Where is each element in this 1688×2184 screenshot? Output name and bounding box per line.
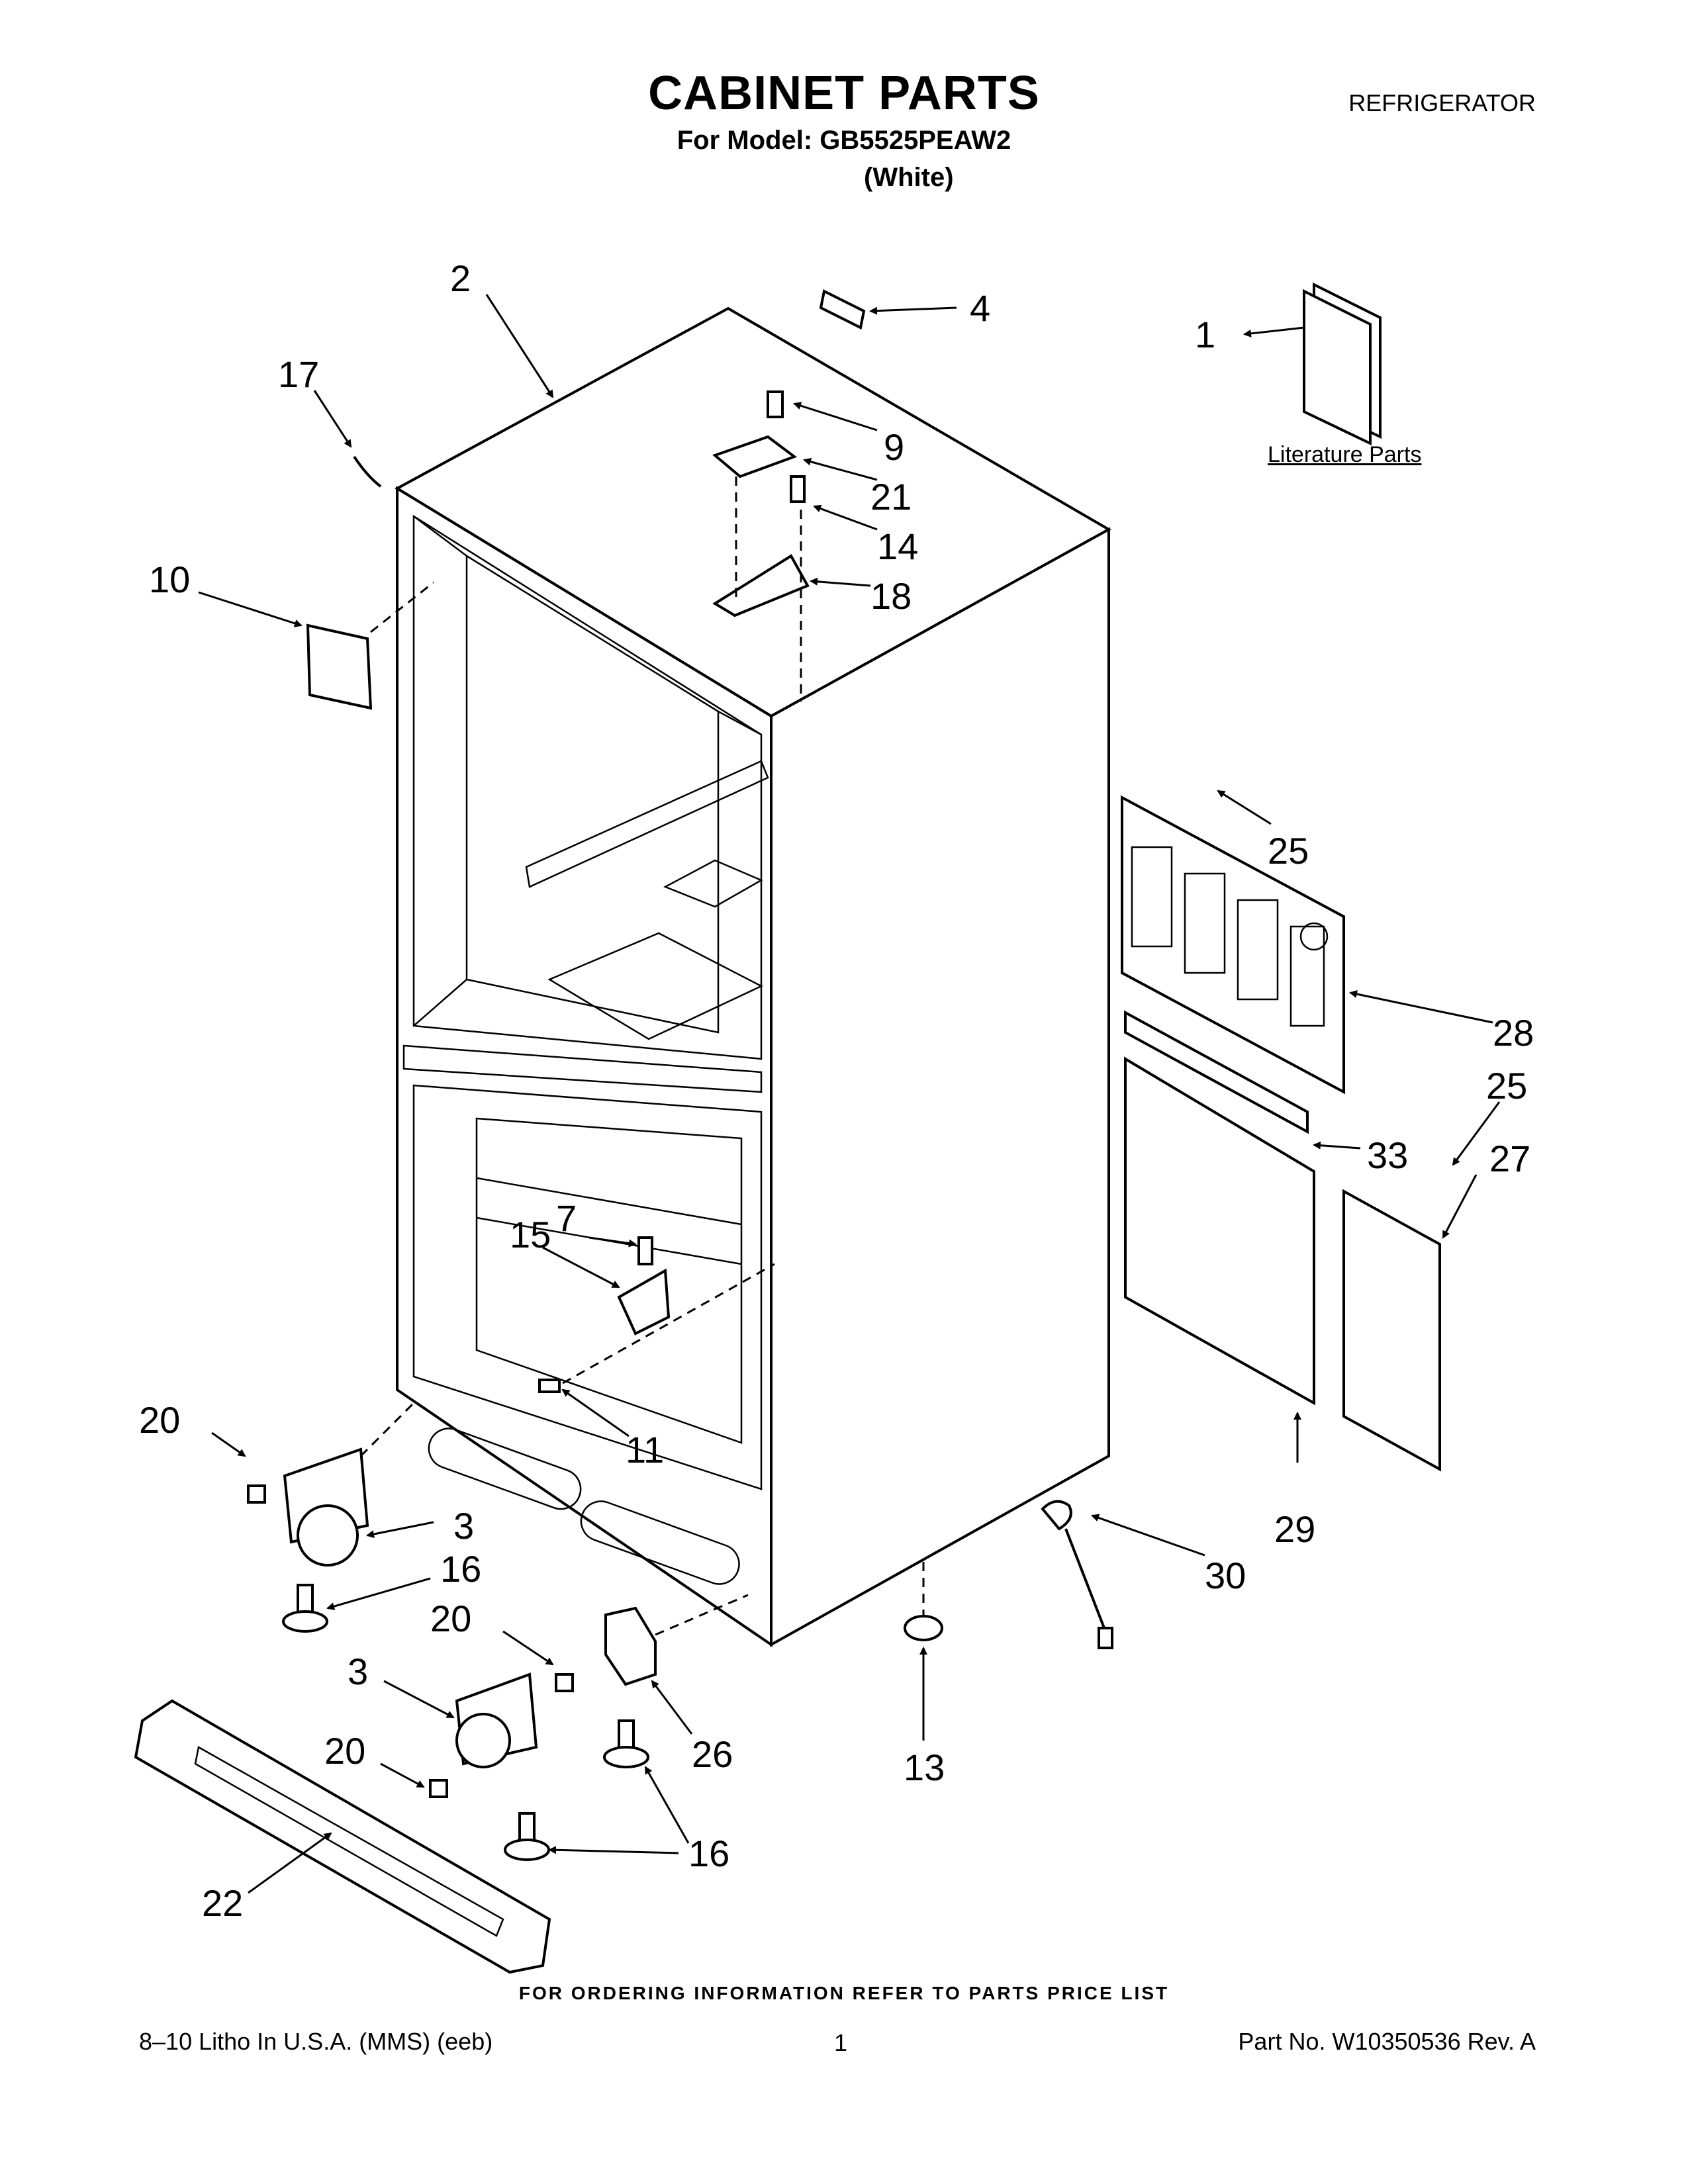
callout-20a: 20 <box>139 1399 180 1441</box>
compressor-cover-strip <box>1124 1010 1309 1134</box>
callout-28: 28 <box>1493 1012 1534 1054</box>
leveling-leg-center <box>603 1719 649 1768</box>
hinge-bracket <box>555 1594 749 1692</box>
callout-3b: 3 <box>348 1651 368 1692</box>
callout-26: 26 <box>692 1733 733 1775</box>
top-hinge-assembly <box>712 390 810 702</box>
callout-3a: 3 <box>453 1505 474 1547</box>
plug-part <box>904 1615 943 1641</box>
roller-left <box>247 1402 415 1567</box>
callout-7: 7 <box>556 1197 577 1239</box>
callout-30: 30 <box>1205 1555 1246 1596</box>
callout-27: 27 <box>1489 1138 1530 1179</box>
insulation-block <box>1124 1056 1315 1406</box>
rear-access-panel <box>1121 795 1345 1095</box>
litho-info: 8–10 Litho In U.S.A. (MMS) (eeb) <box>139 2028 493 2055</box>
callout-14: 14 <box>877 525 918 567</box>
callout-20b: 20 <box>430 1598 471 1639</box>
leveling-leg-left <box>282 1584 328 1633</box>
callout-20c: 20 <box>324 1730 365 1772</box>
callout-17: 17 <box>278 353 319 395</box>
callout-21: 21 <box>870 476 912 518</box>
callout-15: 15 <box>510 1214 551 1255</box>
cabinet-body <box>394 306 1112 1647</box>
callout-numbers: 1 2 3 3 4 7 9 10 11 13 14 15 16 16 17 18… <box>139 257 1534 1924</box>
category-label: REFRIGERATOR <box>1348 89 1536 116</box>
lower-rear-cover <box>1342 1189 1441 1472</box>
callout-11: 11 <box>626 1429 664 1471</box>
model-variant: (White) <box>864 163 954 192</box>
callout-29: 29 <box>1274 1508 1315 1550</box>
page-title: CABINET PARTS <box>648 67 1040 120</box>
freezer-hinge-parts <box>538 1236 775 1393</box>
control-module <box>306 581 434 710</box>
page-number: 1 <box>834 2029 848 2056</box>
roller-right <box>429 1672 538 1798</box>
callout-4: 4 <box>970 287 990 329</box>
callout-10: 10 <box>149 559 190 600</box>
base-grille <box>134 1699 551 1974</box>
ordering-note: FOR ORDERING INFORMATION REFER TO PARTS … <box>518 1983 1170 2003</box>
literature-parts-label: Literature Parts <box>1268 442 1422 467</box>
trim-strip <box>353 455 382 488</box>
part-number: Part No. W10350536 Rev. A <box>1238 2028 1536 2055</box>
callout-33: 33 <box>1367 1134 1408 1176</box>
callout-2: 2 <box>450 257 471 299</box>
callout-18: 18 <box>870 575 912 617</box>
label-part <box>819 289 866 330</box>
leader-arrows <box>198 294 1501 1894</box>
callout-13: 13 <box>904 1747 945 1788</box>
literature-book <box>1303 282 1382 446</box>
callout-16a: 16 <box>440 1548 481 1590</box>
callout-25a: 25 <box>1268 830 1309 872</box>
callout-16b: 16 <box>688 1833 729 1874</box>
water-tube <box>1041 1500 1113 1649</box>
model-line: For Model: GB5525PEAW2 <box>677 126 1011 155</box>
callout-9: 9 <box>884 426 904 468</box>
callout-22: 22 <box>202 1882 243 1924</box>
callout-25b: 25 <box>1486 1065 1527 1107</box>
leveling-leg-front <box>504 1812 550 1861</box>
callout-1: 1 <box>1195 314 1215 355</box>
